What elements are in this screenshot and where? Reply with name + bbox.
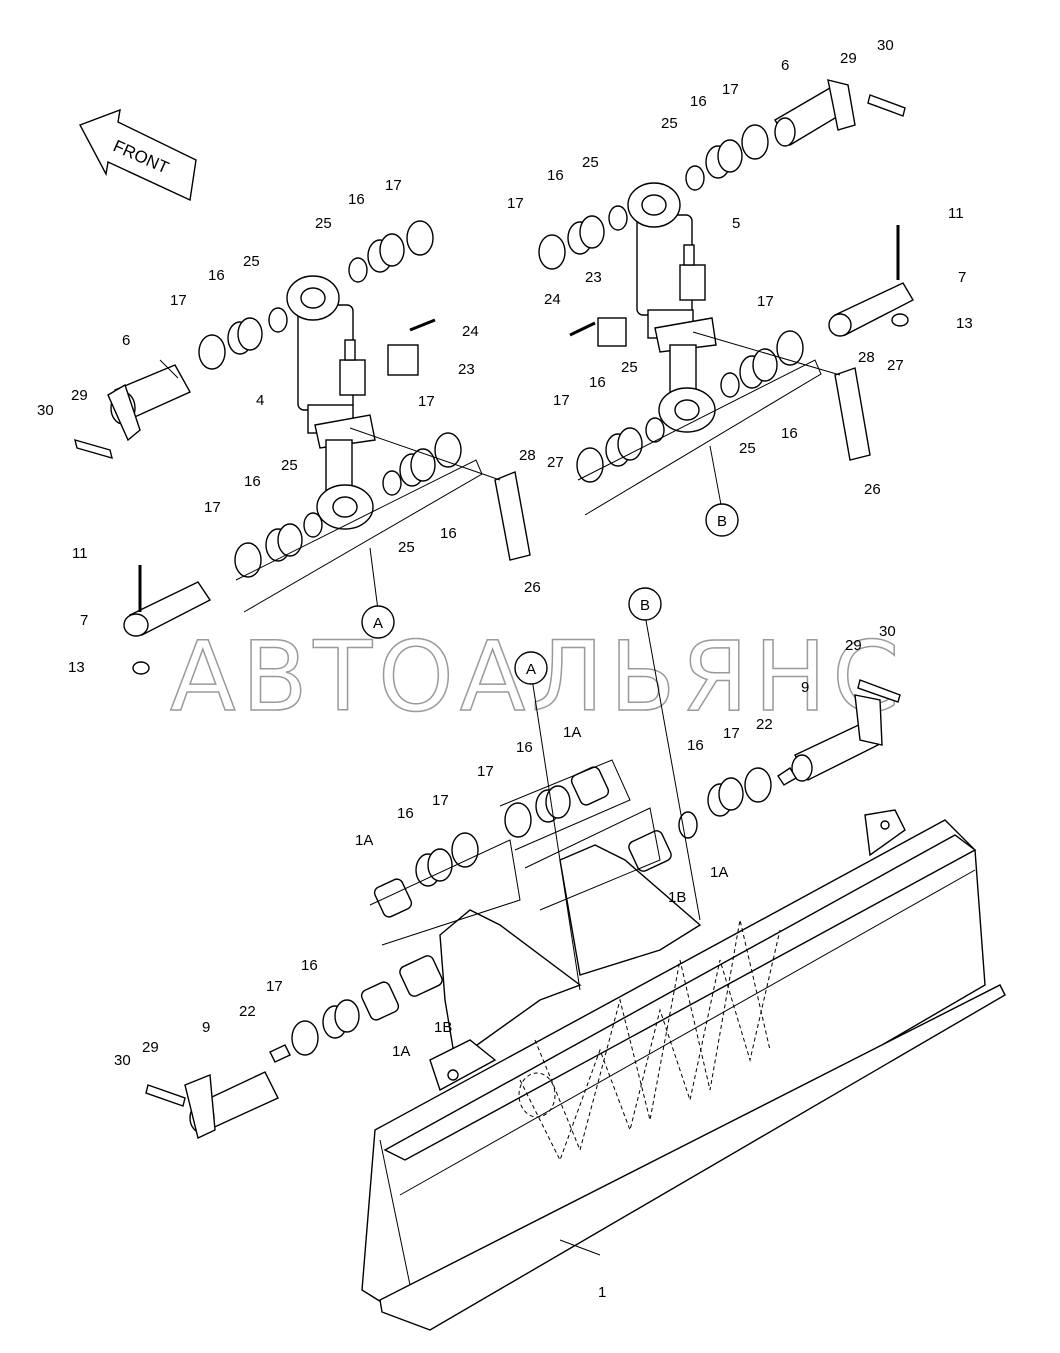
- part-label-1b: 1B: [434, 1019, 452, 1036]
- part-label-17: 17: [266, 978, 283, 995]
- part-label-24: 24: [544, 291, 561, 308]
- part-label-16: 16: [781, 425, 798, 442]
- part-label-17: 17: [477, 763, 494, 780]
- part-label-9: 9: [202, 1019, 210, 1036]
- part-label-1a: 1A: [563, 724, 581, 741]
- part-label-29: 29: [142, 1039, 159, 1056]
- part-label-25: 25: [315, 215, 332, 232]
- part-label-25: 25: [739, 440, 756, 457]
- left-cylinder: [286, 275, 376, 530]
- part-label-16: 16: [589, 374, 606, 391]
- part-label-1a: 1A: [355, 832, 373, 849]
- part-label-6: 6: [122, 332, 130, 349]
- part-label-25: 25: [621, 359, 638, 376]
- part-label-30: 30: [879, 623, 896, 640]
- part-label-25: 25: [398, 539, 415, 556]
- callout-a-upper-label: A: [373, 615, 383, 632]
- part-label-7: 7: [958, 269, 966, 286]
- part-label-29: 29: [845, 637, 862, 654]
- part-label-16: 16: [690, 93, 707, 110]
- part-label-29: 29: [71, 387, 88, 404]
- part-label-23: 23: [585, 269, 602, 286]
- part-label-16: 16: [244, 473, 261, 490]
- part-label-16: 16: [301, 957, 318, 974]
- part-label-17: 17: [170, 292, 187, 309]
- part-label-1: 1: [598, 1284, 606, 1301]
- part-label-5: 5: [732, 215, 740, 232]
- part-label-25: 25: [281, 457, 298, 474]
- part-label-11: 11: [948, 205, 964, 222]
- part-label-17: 17: [385, 177, 402, 194]
- part-label-16: 16: [547, 167, 564, 184]
- leader-lines: [159, 331, 841, 1256]
- part-label-17: 17: [723, 725, 740, 742]
- part-label-25: 25: [243, 253, 260, 270]
- part-labels: 1 1A 1A 1A 1A 1B 1B 4 5 6 6 7 7 9 9 11 1…: [37, 37, 973, 1301]
- part-label-28: 28: [858, 349, 875, 366]
- part-label-28: 28: [519, 447, 536, 464]
- callout-b-upper: [705, 503, 739, 537]
- part-label-23: 23: [458, 361, 475, 378]
- part-label-30: 30: [114, 1052, 131, 1069]
- front-arrow: FRONT: [79, 108, 197, 202]
- washers-and-bushings: [198, 124, 804, 1056]
- part-label-1a: 1A: [392, 1043, 410, 1060]
- part-label-17: 17: [757, 293, 774, 310]
- part-label-27: 27: [547, 454, 564, 471]
- part-label-7: 7: [80, 612, 88, 629]
- part-label-13: 13: [956, 315, 973, 332]
- part-label-30: 30: [877, 37, 894, 54]
- part-label-17: 17: [722, 81, 739, 98]
- small-hardware: [74, 94, 909, 1107]
- right-cylinder: [627, 182, 717, 433]
- part-label-17: 17: [432, 792, 449, 809]
- part-label-4: 4: [256, 392, 264, 409]
- part-label-11: 11: [72, 545, 88, 562]
- part-label-6: 6: [781, 57, 789, 74]
- part-label-16: 16: [397, 805, 414, 822]
- callout-a-upper: [361, 605, 395, 639]
- part-label-30: 30: [37, 402, 54, 419]
- part-label-13: 13: [68, 659, 85, 676]
- part-label-29: 29: [840, 50, 857, 67]
- part-label-1b: 1B: [668, 889, 686, 906]
- callout-a-lower: [514, 651, 548, 685]
- part-label-16: 16: [348, 191, 365, 208]
- part-label-22: 22: [239, 1003, 256, 1020]
- callout-b-upper-label: B: [717, 513, 727, 530]
- part-label-17: 17: [418, 393, 435, 410]
- pins: [107, 79, 914, 1139]
- part-label-17: 17: [507, 195, 524, 212]
- part-label-1a: 1A: [710, 864, 728, 881]
- callout-b-lower: [628, 587, 662, 621]
- part-label-16: 16: [208, 267, 225, 284]
- part-label-17: 17: [204, 499, 221, 516]
- callout-b-lower-label: B: [640, 597, 650, 614]
- part-label-16: 16: [516, 739, 533, 756]
- part-label-25: 25: [582, 154, 599, 171]
- callouts: A B B A: [361, 503, 739, 685]
- part-label-26: 26: [864, 481, 881, 498]
- part-label-27: 27: [887, 357, 904, 374]
- part-label-17: 17: [553, 392, 570, 409]
- part-label-24: 24: [462, 323, 479, 340]
- part-label-26: 26: [524, 579, 541, 596]
- part-label-22: 22: [756, 716, 773, 733]
- callout-a-lower-label: A: [526, 661, 536, 678]
- part-label-9: 9: [801, 679, 809, 696]
- bucket: [361, 809, 1006, 1331]
- part-label-16: 16: [687, 737, 704, 754]
- part-label-25: 25: [661, 115, 678, 132]
- part-label-16: 16: [440, 525, 457, 542]
